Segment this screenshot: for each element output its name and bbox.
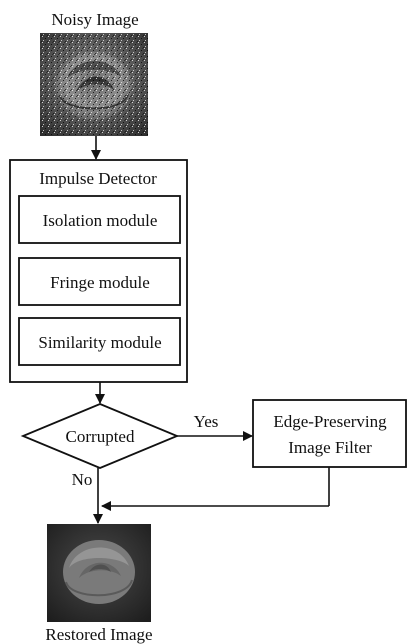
filter-label-line-2: Image Filter — [288, 438, 372, 457]
noisy-image — [40, 33, 148, 136]
similarity-module-label: Similarity module — [38, 333, 161, 352]
yes-label: Yes — [194, 412, 219, 431]
fringe-module-box — [18, 257, 181, 306]
isolation-module-box — [18, 195, 181, 244]
fringe-module-label: Fringe module — [50, 273, 150, 292]
filter-label-line-1: Edge-Preserving — [273, 412, 387, 431]
similarity-module-box — [18, 317, 181, 366]
impulse-detector-title: Impulse Detector — [39, 169, 157, 188]
no-label: No — [72, 470, 93, 489]
noisy-image-label: Noisy Image — [51, 10, 138, 29]
edge-preserving-filter-box — [252, 399, 407, 468]
restored-image-label: Restored Image — [45, 625, 152, 644]
corrupted-decision-diamond — [20, 403, 180, 469]
isolation-module-label: Isolation module — [43, 211, 158, 230]
corrupted-label: Corrupted — [66, 427, 135, 446]
restored-image — [47, 524, 151, 622]
